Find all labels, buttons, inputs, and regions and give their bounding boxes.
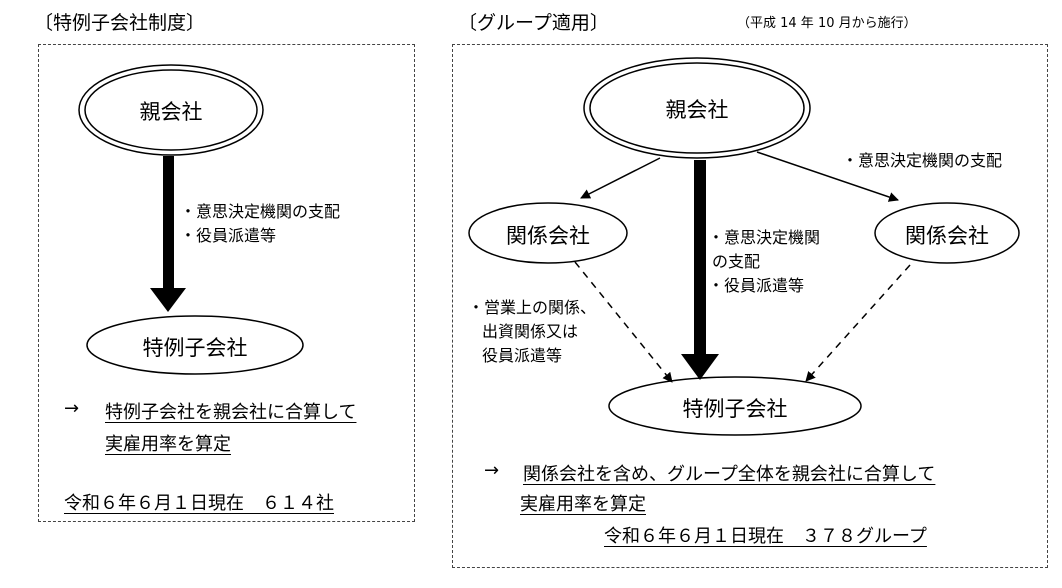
left-parent-label: 親会社 (139, 100, 203, 124)
right-parent-ellipse-outer (583, 57, 811, 159)
dashed-arrow-affiliate-right-to-child (805, 264, 911, 382)
right-label-center-line-1: ・意思決定機関 (708, 228, 821, 247)
right-affiliate-right-label: 関係会社 (905, 224, 989, 248)
right-affiliate-left-ellipse (468, 202, 628, 264)
left-panel (38, 44, 415, 522)
right-affiliate-left-label: 関係会社 (506, 224, 590, 248)
arrow-parent-to-affiliate-left (580, 157, 661, 199)
right-title: 〔グループ適用〕 (458, 12, 609, 34)
left-parent-ellipse-outer (78, 64, 264, 156)
right-label-center: ・意思決定機関 の支配 ・役員派遣等 (708, 226, 820, 298)
left-arrow-label-line-1: ・意思決定機関の支配 (180, 202, 341, 221)
left-title: 〔特例子会社制度〕 (34, 12, 206, 34)
right-child-label: 特例子会社 (682, 397, 788, 421)
right-result-arrow: → (484, 460, 500, 481)
left-parent-ellipse-inner (84, 69, 258, 151)
right-thick-arrow-head (681, 354, 719, 380)
left-child-ellipse (86, 315, 304, 375)
right-panel (452, 44, 1048, 568)
right-child-ellipse (608, 376, 862, 436)
right-result-line-2: 実雇用率を算定 (520, 494, 646, 515)
left-arrow-label-line-2: ・役員派遣等 (180, 226, 277, 245)
right-label-center-line-2: の支配 (712, 252, 761, 271)
right-label-left: ・営業上の関係、 出資関係又は 役員派遣等 (468, 296, 596, 368)
right-thick-arrow-shaft (694, 160, 706, 356)
left-result-line-1: 特例子会社を親会社に合算して (105, 402, 357, 423)
left-result-arrow: → (64, 398, 80, 419)
left-arrow-label: ・意思決定機関の支配 ・役員派遣等 (180, 200, 340, 248)
right-note: （平成 14 年 10 月から施行） (737, 16, 917, 31)
right-label-left-line-2: 出資関係又は (482, 322, 579, 341)
arrow-parent-to-affiliate-right (756, 151, 899, 202)
right-parent-ellipse-inner (589, 62, 805, 154)
right-label-center-line-3: ・役員派遣等 (708, 276, 805, 295)
right-result-line-1: 関係会社を含め、グループ全体を親会社に合算して (523, 464, 936, 485)
left-thick-arrow-head (150, 288, 186, 312)
right-label-top: ・意思決定機関の支配 (842, 151, 1003, 170)
left-count: 令和６年６月１日現在 ６１４社 (64, 493, 334, 514)
right-label-left-line-3: 役員派遣等 (482, 346, 563, 365)
left-child-label: 特例子会社 (142, 336, 248, 360)
right-count: 令和６年６月１日現在 ３７８グループ (604, 526, 927, 547)
left-thick-arrow-shaft (163, 156, 174, 290)
right-label-left-line-1: ・営業上の関係、 (468, 298, 597, 317)
left-result-line-2: 実雇用率を算定 (105, 434, 231, 455)
right-parent-label: 親会社 (665, 98, 729, 122)
right-affiliate-right-ellipse (874, 202, 1020, 264)
